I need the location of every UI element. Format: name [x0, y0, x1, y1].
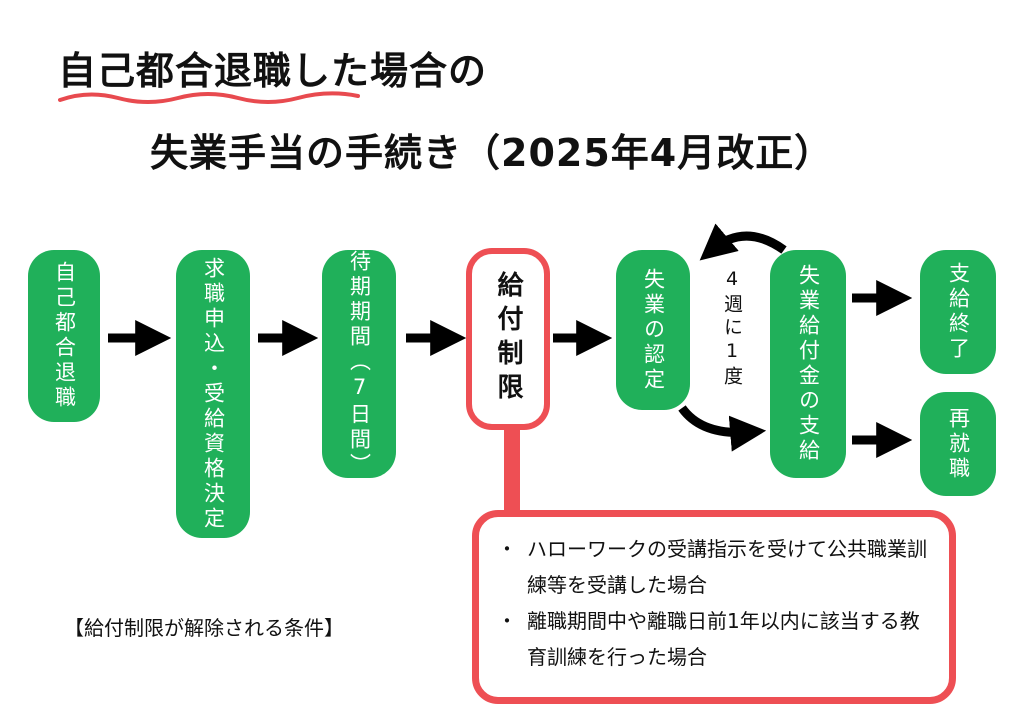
step-reemployment: 再就職 [920, 392, 996, 496]
step-application-label: 求職申込・受給資格決定 [201, 256, 226, 532]
step-payment-label: 失業給付金の支給 [796, 264, 821, 464]
step-end: 支給終了 [920, 250, 996, 374]
step-waiting-label: 待期期間（7日間） [347, 250, 372, 478]
step-benefit-restriction: 給付制限 [466, 248, 550, 430]
step-end-label: 支給終了 [946, 262, 971, 362]
cycle-label: 4週に1度 [721, 268, 743, 394]
cycle-arrow-bottom [678, 405, 767, 452]
conditions-list: ハローワークの受講指示を受けて公共職業訓練等を受講した場合 離職期間中や離職日前… [497, 531, 931, 675]
title-underline-squiggle [58, 91, 360, 104]
step-resignation: 自己都合退職 [28, 250, 100, 422]
step-application: 求職申込・受給資格決定 [176, 250, 250, 538]
step-certification-label: 失業の認定 [641, 267, 666, 393]
condition-item: 離職期間中や離職日前1年以内に該当する教育訓練を行った場合 [497, 603, 931, 675]
title-line-2: 失業手当の手続き（2025年4月改正） [150, 131, 834, 175]
conditions-box: ハローワークの受講指示を受けて公共職業訓練等を受講した場合 離職期間中や離職日前… [472, 510, 956, 704]
step-resignation-label: 自己都合退職 [52, 261, 77, 411]
step-waiting-period: 待期期間（7日間） [322, 250, 396, 478]
conditions-label: 【給付制限が解除される条件】 [64, 616, 344, 640]
step-certification: 失業の認定 [616, 250, 690, 410]
condition-item: ハローワークの受講指示を受けて公共職業訓練等を受講した場合 [497, 531, 931, 603]
title-line-1: 自己都合退職した場合の [58, 49, 488, 93]
step-reemployment-label: 再就職 [946, 406, 971, 482]
step-payment: 失業給付金の支給 [770, 250, 846, 478]
step-restriction-label: 給付制限 [493, 271, 523, 407]
cycle-arrow-top [699, 223, 787, 261]
cycle-label-text: 4週に1度 [721, 268, 743, 389]
